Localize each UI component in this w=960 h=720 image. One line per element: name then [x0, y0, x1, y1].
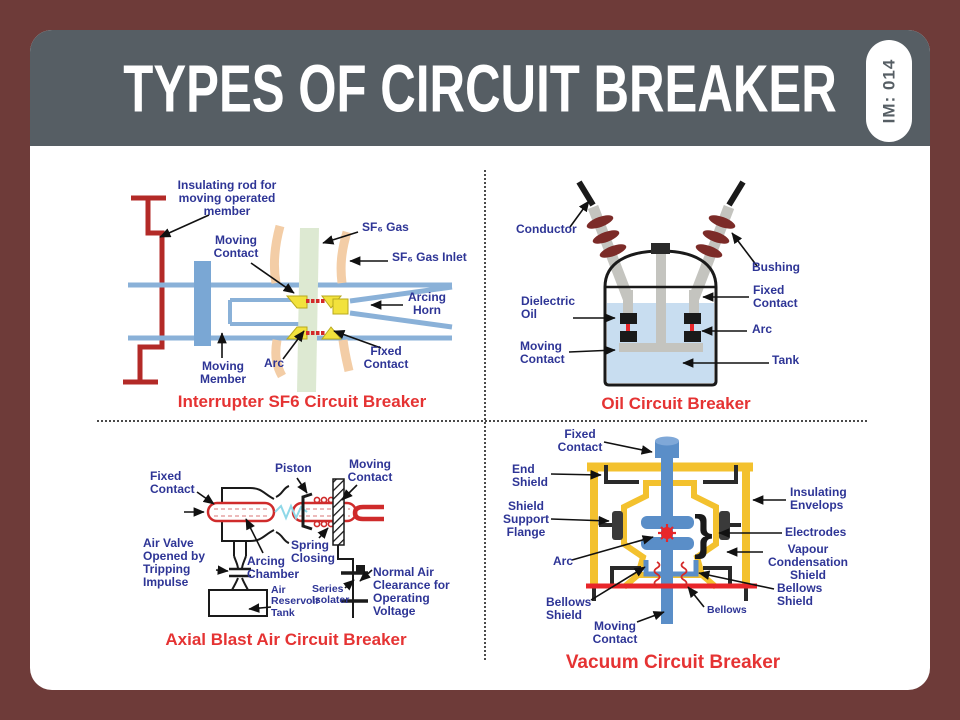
sf6-label-arcing-horn: Arcing Horn [407, 290, 447, 317]
sf6-label-insulating-rod: Insulating rod for moving operated membe… [177, 178, 277, 218]
sf6-label-moving-contact: Moving Contact [213, 233, 259, 260]
oil-label-bushing: Bushing [752, 260, 800, 274]
oil-label-moving-contact: Moving Contact [520, 339, 565, 366]
horizontal-divider [97, 420, 867, 422]
oil-label-tank: Tank [772, 353, 800, 367]
vacuum-caption: Vacuum Circuit Breaker [565, 652, 781, 673]
sf6-label-arc: Arc [264, 356, 285, 370]
sf6-label-gas: SF₆ Gas [362, 220, 409, 234]
oil-label-dielectric-oil: Dielectric Oil [521, 294, 576, 321]
air-label-piston: Piston [275, 461, 312, 475]
vacuum-label-insulating-envelops: Insulating Envelops [790, 485, 847, 512]
vacuum-label-end-shield: End Shield [512, 462, 549, 489]
air-label-arcing-chamber: Arcing Chamber [247, 554, 300, 581]
air-label-air-valve: Air Valve Opened by Tripping Impulse [143, 536, 206, 589]
air-caption: Axial Blast Air Circuit Breaker [165, 630, 407, 649]
oil-label-arc: Arc [752, 322, 773, 336]
air-label-normal-air: Normal Air Clearance for Operating Volta… [373, 565, 450, 618]
vacuum-label-vapour-condensation-shield: Vapour Condensation Shield [768, 542, 848, 582]
vacuum-label-moving-contact: Moving Contact [592, 619, 638, 646]
sf6-label-fixed-contact: Fixed Contact [363, 344, 409, 371]
air-label-air-reservoir-tank: Air Reservoir Tank [271, 584, 320, 619]
vertical-divider [484, 170, 486, 660]
sf6-caption: Interrupter SF6 Circuit Breaker [177, 392, 427, 411]
vacuum-label-fixed-contact: Fixed Contact [557, 427, 603, 454]
air-label-fixed-contact: Fixed Contact [150, 469, 195, 496]
vacuum-label-bellows: Bellows [707, 604, 747, 616]
vacuum-label-arc: Arc [553, 554, 574, 568]
vacuum-label-shield-support-flange: Shield Support Flange [503, 499, 549, 539]
page-title: TYPES OF CIRCUIT BREAKER [123, 50, 837, 126]
vacuum-label-bellows-shield-right: Bellows Shield [777, 581, 823, 608]
oil-label-fixed-contact: Fixed Contact [753, 283, 798, 310]
sf6-label-moving-member: Moving Member [199, 359, 247, 386]
slide-id-text: IM: 014 [879, 58, 899, 124]
air-label-moving-contact: Moving Contact [347, 457, 393, 484]
air-label-series-isolater: Series Isolater [312, 583, 350, 607]
title-bar: TYPES OF CIRCUIT BREAKER IM: 014 [30, 30, 930, 146]
oil-label-conductor: Conductor [516, 222, 577, 236]
air-label-spring-closing: Spring Closing [291, 538, 335, 565]
sf6-label-gas-inlet: SF₆ Gas Inlet [392, 250, 467, 264]
slide-id-badge: IM: 014 [866, 40, 912, 142]
oil-caption: Oil Circuit Breaker [601, 394, 751, 413]
vacuum-label-electrodes: Electrodes [785, 525, 847, 539]
vacuum-label-bellows-shield-left: Bellows Shield [546, 595, 592, 622]
